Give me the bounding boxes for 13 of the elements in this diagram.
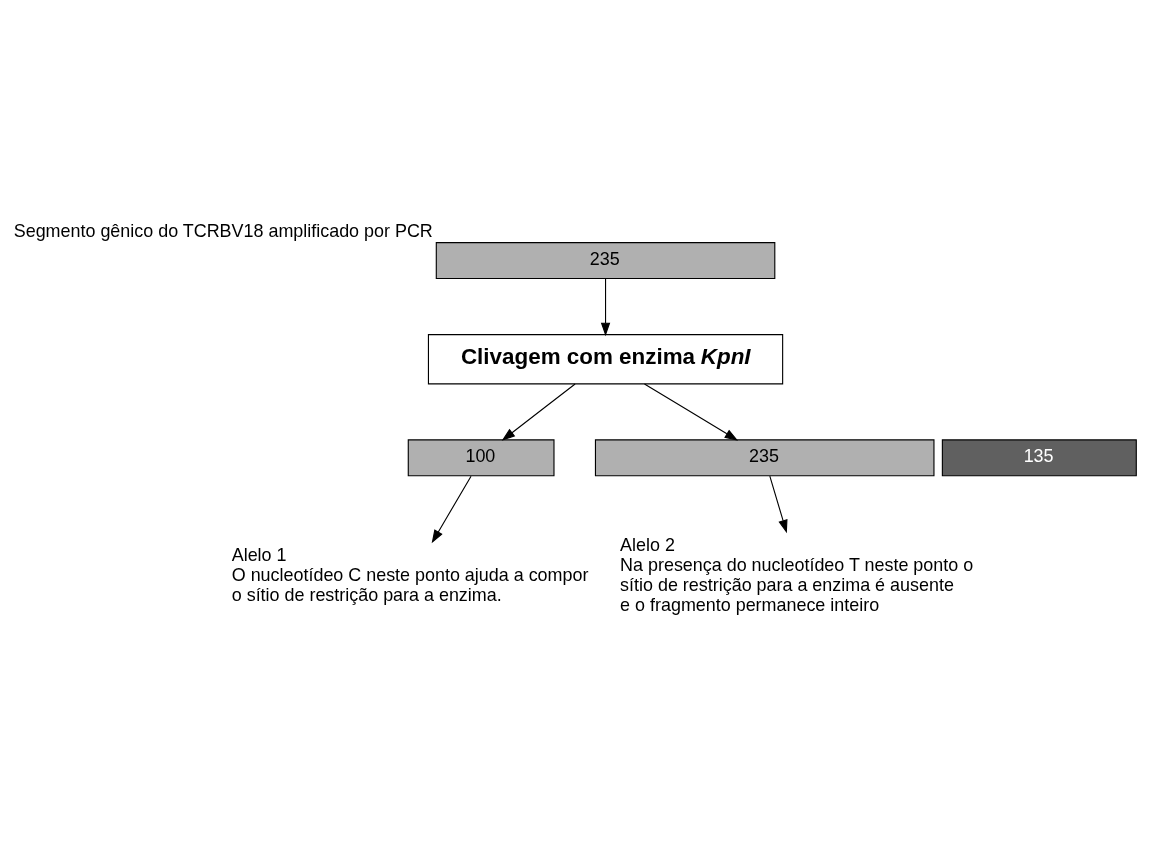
node-label: Segmento gênico do TCRBV18 amplificado por PCR: [13, 220, 433, 241]
arrow: [643, 382, 739, 441]
node-box: 235: [594, 438, 935, 476]
arrow: [501, 382, 576, 441]
node-box: 135: [941, 438, 1137, 476]
node-box: 235: [435, 241, 776, 279]
arrow: [431, 475, 472, 543]
node-text: Alelo 1 O nucleotídeo C neste ponto ajuda a compor o sítio de restrição para a enzima.: [231, 544, 589, 605]
node-box: Clivagem com enzima KpnI: [427, 333, 784, 384]
node-box: 100: [407, 438, 555, 476]
node-text: Alelo 2 Na presença do nucleotídeo T neste ponto o sítio de restrição para a enzima é ausente e o fragmento permanece inteiro: [620, 534, 974, 615]
arrow: [600, 277, 611, 336]
arrow: [769, 475, 788, 533]
